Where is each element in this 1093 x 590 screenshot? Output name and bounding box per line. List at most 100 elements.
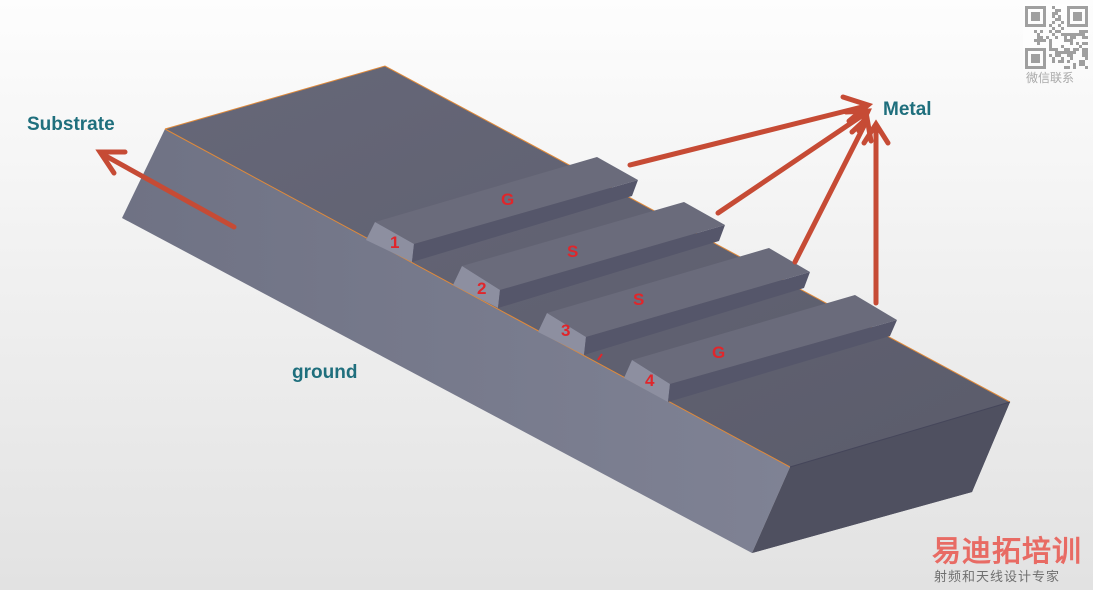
qr-module — [1064, 51, 1067, 54]
qr-module — [1049, 42, 1052, 45]
qr-module — [1052, 48, 1055, 51]
qr-module — [1055, 54, 1058, 57]
qr-finder — [1031, 12, 1040, 21]
qr-module — [1064, 39, 1067, 42]
qr-module — [1082, 42, 1085, 45]
metal-strip-4: G 4 — [624, 295, 897, 402]
qr-module — [1046, 36, 1049, 39]
strip-2-top — [462, 202, 725, 290]
qr-module — [1082, 63, 1085, 66]
ground-label: ground — [292, 362, 357, 383]
strip-1-type-label: G — [501, 190, 514, 209]
strip-1-bevel — [412, 180, 638, 262]
qr-module — [1058, 30, 1061, 33]
qr-module — [1070, 57, 1073, 60]
qr-module — [1067, 39, 1070, 42]
qr-module — [1079, 30, 1082, 33]
qr-module — [1061, 45, 1064, 48]
qr-module — [1055, 12, 1058, 15]
qr-module — [1052, 15, 1055, 18]
qr-module — [1058, 9, 1061, 12]
qr-module — [1034, 39, 1037, 42]
qr-module — [1070, 42, 1073, 45]
qr-module — [1058, 54, 1061, 57]
qr-module — [1064, 36, 1067, 39]
qr-module — [1067, 51, 1070, 54]
qr-module — [1055, 51, 1058, 54]
qr-module — [1082, 36, 1085, 39]
qr-module — [1049, 30, 1052, 33]
strip-3-port-label: 3 — [561, 321, 570, 340]
port-tick-mark — [597, 353, 603, 361]
qr-module — [1070, 33, 1073, 36]
strip-4-port-label: 4 — [645, 371, 655, 390]
qr-module — [1052, 21, 1055, 24]
qr-module — [1067, 60, 1070, 63]
metal-strip-2: S 2 — [453, 202, 725, 308]
qr-module — [1055, 36, 1058, 39]
qr-module — [1061, 33, 1064, 36]
qr-finder — [1031, 54, 1040, 63]
qr-module — [1079, 45, 1082, 48]
metal-arrow-1 — [627, 103, 869, 168]
strip-4-front — [624, 360, 670, 402]
brand-logo-text: 易迪拓培训 — [932, 534, 1082, 568]
qr-module — [1082, 60, 1085, 63]
strip-3-top — [547, 248, 810, 337]
qr-module — [1085, 51, 1088, 54]
strip-3-front — [538, 313, 586, 355]
strip-1-front — [366, 222, 414, 262]
qr-module — [1061, 51, 1064, 54]
qr-module — [1037, 39, 1040, 42]
qr-module — [1058, 24, 1061, 27]
brand-tagline: 射频和天线设计专家 — [934, 569, 1060, 585]
qr-module — [1073, 51, 1076, 54]
qr-module — [1073, 36, 1076, 39]
metal-arrow-1-head — [840, 94, 874, 124]
qr-module — [1085, 30, 1088, 33]
qr-module — [1052, 6, 1055, 9]
strip-2-port-label: 2 — [477, 279, 486, 298]
strip-2-front — [453, 266, 500, 308]
qr-module — [1085, 42, 1088, 45]
strip-3-type-label: S — [633, 290, 644, 309]
qr-module — [1085, 36, 1088, 39]
qr-module — [1070, 54, 1073, 57]
metal-arrows — [627, 94, 891, 306]
qr-module — [1064, 48, 1067, 51]
qr-module — [1067, 33, 1070, 36]
qr-module — [1061, 27, 1064, 30]
strip-4-type-label: G — [712, 343, 725, 362]
qr-module — [1049, 39, 1052, 42]
qr-module — [1085, 54, 1088, 57]
qr-module — [1058, 60, 1061, 63]
qr-module — [1076, 48, 1079, 51]
qr-module — [1070, 39, 1073, 42]
substrate-front-face — [122, 129, 790, 553]
qr-module — [1034, 30, 1037, 33]
qr-module — [1037, 42, 1040, 45]
qr-module — [1073, 66, 1076, 69]
qr-module — [1043, 39, 1046, 42]
qr-module — [1049, 24, 1052, 27]
substrate-bottom-edge — [789, 401, 1011, 468]
qr-module — [1058, 51, 1061, 54]
substrate-arrow — [95, 149, 237, 230]
qr-module — [1052, 60, 1055, 63]
metal-arrow-3 — [792, 119, 869, 265]
qr-module — [1073, 48, 1076, 51]
qr-module — [1082, 30, 1085, 33]
qr-module — [1082, 54, 1085, 57]
qr-code-watermark — [1023, 4, 1089, 70]
qr-module — [1070, 51, 1073, 54]
metal-label: Metal — [883, 99, 932, 120]
qr-module — [1049, 45, 1052, 48]
strip-4-bevel — [668, 320, 897, 402]
qr-module — [1061, 21, 1064, 24]
qr-module — [1073, 33, 1076, 36]
strip-2-type-label: S — [567, 242, 578, 261]
strip-3-bevel — [584, 272, 810, 355]
substrate-front-edge — [164, 128, 791, 468]
qr-module — [1061, 60, 1064, 63]
qr-module — [1049, 54, 1052, 57]
